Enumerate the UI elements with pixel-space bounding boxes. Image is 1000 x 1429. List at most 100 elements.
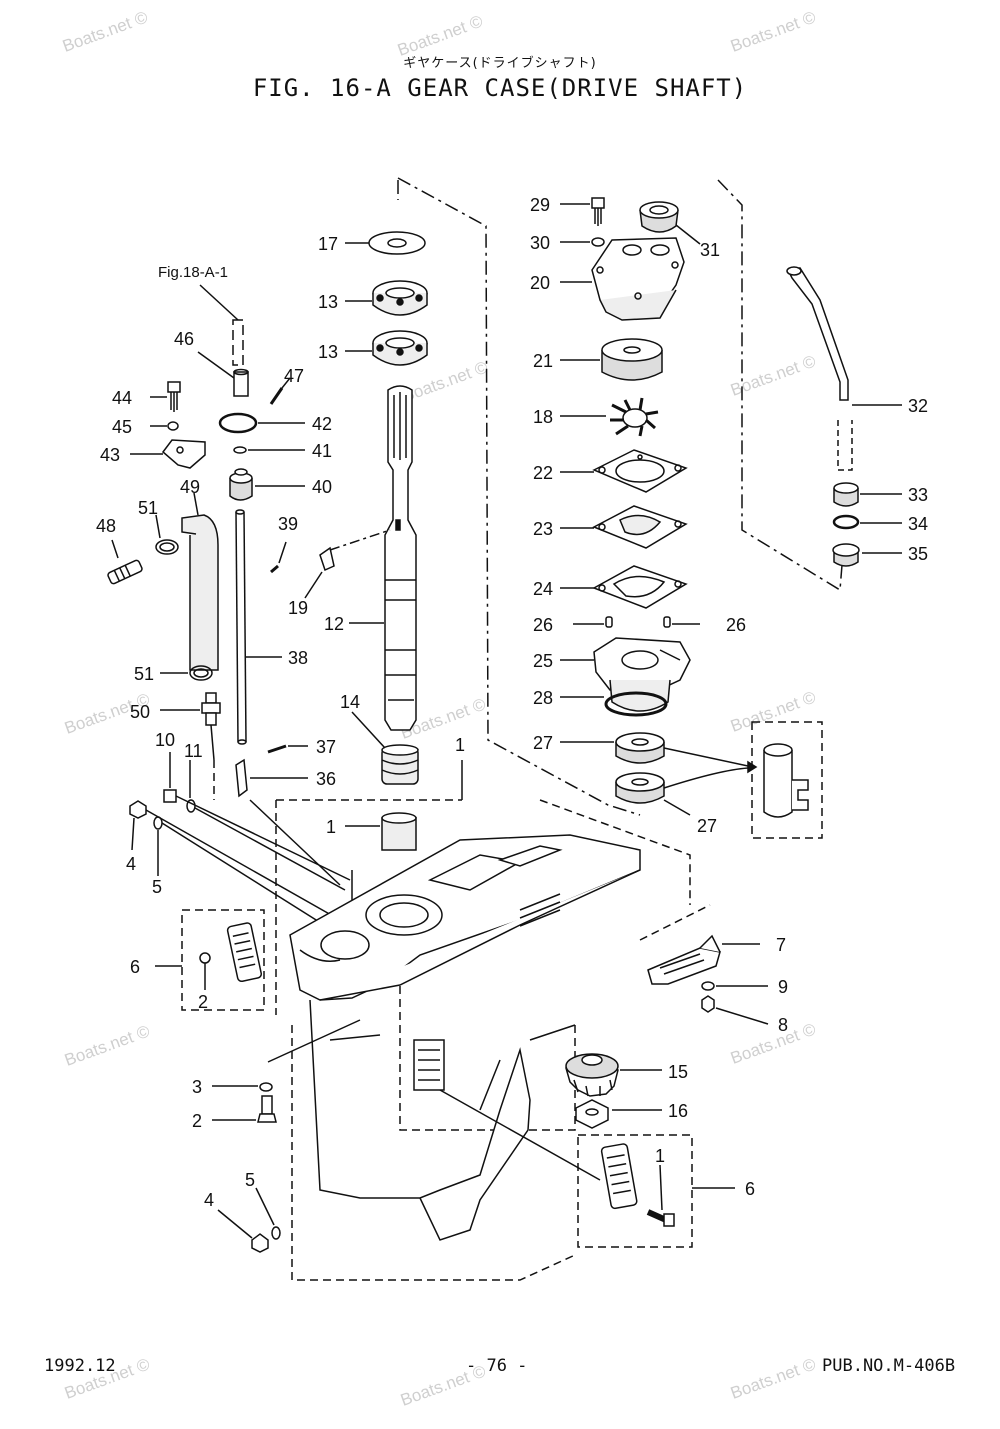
clamp-51-part	[155, 539, 179, 555]
leader-line	[439, 1089, 601, 1181]
o-ring-42-part	[218, 412, 258, 434]
footer-date: 1992.12	[44, 1356, 116, 1376]
callout-22: 22	[533, 463, 553, 483]
callout-43: 43	[100, 445, 120, 465]
callout-17: 17	[318, 234, 338, 254]
leader-line	[155, 514, 161, 539]
callout-4: 4	[204, 1190, 214, 1210]
leader-line	[304, 571, 323, 599]
washer-9-part	[701, 981, 715, 991]
callout-48: 48	[96, 516, 116, 536]
callout-25: 25	[533, 651, 553, 671]
callout-4: 4	[126, 854, 136, 874]
figure-subtitle-jp: ギヤケース(ドライブシャフト)	[403, 56, 597, 71]
callout-19: 19	[288, 598, 308, 618]
callout-21: 21	[533, 351, 553, 371]
nut-16-part	[575, 1099, 609, 1129]
grommet-31-part	[639, 201, 679, 233]
dashed-leader-line	[717, 179, 843, 592]
leader-line	[111, 539, 119, 559]
joint-50-part	[201, 692, 221, 726]
leader-line	[675, 224, 701, 245]
leader-line	[529, 1024, 576, 1041]
leader-line	[210, 724, 215, 761]
callout-10: 10	[155, 730, 175, 750]
pump-housing-25-part	[593, 637, 691, 712]
pin-37-part	[267, 744, 287, 754]
grille-6-group-box	[181, 909, 265, 1011]
pipe-46-part	[232, 319, 249, 397]
leader-line	[199, 284, 239, 321]
o-ring-28-part	[604, 691, 668, 717]
callout-13: 13	[318, 342, 338, 362]
callout-42: 42	[312, 414, 332, 434]
drive-shaft-12-part	[384, 385, 417, 731]
dowel-26-part	[605, 616, 613, 628]
nut-10-part	[163, 789, 177, 803]
footer-pub-number: PUB.NO.M-406B	[822, 1356, 956, 1376]
dowel-26-part	[663, 616, 671, 628]
leader-line	[715, 1007, 769, 1025]
callout-1: 1	[455, 735, 465, 755]
callout-35: 35	[908, 544, 928, 564]
leader-line	[663, 767, 749, 789]
callout-34: 34	[908, 514, 928, 534]
washer-45-part	[167, 421, 179, 431]
plug-48-part	[107, 559, 143, 585]
grommet-35-part	[832, 543, 860, 567]
leader-line	[663, 799, 691, 816]
callout-2: 2	[192, 1111, 202, 1131]
callout-33: 33	[908, 485, 928, 505]
leader-line	[281, 377, 291, 389]
callout-27: 27	[533, 733, 553, 753]
leader-line	[193, 492, 199, 516]
callout-5: 5	[152, 877, 162, 897]
plate-17-part	[368, 231, 426, 255]
callout-18: 18	[533, 407, 553, 427]
leader-line	[267, 1019, 361, 1063]
ring-34-part	[832, 514, 860, 530]
tube-32-part	[786, 266, 853, 471]
callout-1: 1	[655, 1146, 665, 1166]
callout-46: 46	[174, 329, 194, 349]
washer-5-part	[271, 1226, 281, 1240]
leader-line	[663, 747, 749, 767]
bushing-1-part	[381, 812, 417, 851]
grommet-33-part	[833, 482, 859, 507]
callout-20: 20	[530, 273, 550, 293]
callout-3: 3	[192, 1077, 202, 1097]
leader-line	[217, 1209, 253, 1239]
leader-line	[255, 1187, 275, 1226]
leader-line	[131, 817, 135, 851]
callout-51: 51	[138, 498, 158, 518]
callout-23: 23	[533, 519, 553, 539]
bolt-4-part	[251, 1233, 269, 1253]
hose-49-part	[181, 514, 219, 671]
key-19-part	[319, 546, 335, 572]
screw-2-part	[199, 952, 211, 964]
leader-line	[351, 711, 386, 749]
insert-cartridge-21-part	[601, 338, 663, 381]
bearing-13-part	[372, 330, 428, 366]
bolt-4-part	[129, 800, 147, 819]
callout-14: 14	[340, 692, 360, 712]
reference-label: Fig.18-A-1	[158, 264, 228, 281]
bearing-13-part	[372, 280, 428, 316]
seal-36-part	[235, 758, 248, 798]
callout-9: 9	[778, 977, 788, 997]
callout-13: 13	[318, 292, 338, 312]
callout-32: 32	[908, 396, 928, 416]
tube-38-part	[235, 509, 247, 745]
callout-45: 45	[112, 417, 132, 437]
callout-8: 8	[778, 1015, 788, 1035]
footer-page-number: - 76 -	[466, 1356, 528, 1376]
grille-6-part	[600, 1143, 638, 1210]
bracket-43-part	[161, 439, 206, 469]
washer-3-part	[259, 1082, 273, 1092]
callout-51: 51	[134, 664, 154, 684]
callout-26: 26	[533, 615, 553, 635]
callout-29: 29	[530, 195, 550, 215]
screw-1-part	[646, 1209, 675, 1227]
